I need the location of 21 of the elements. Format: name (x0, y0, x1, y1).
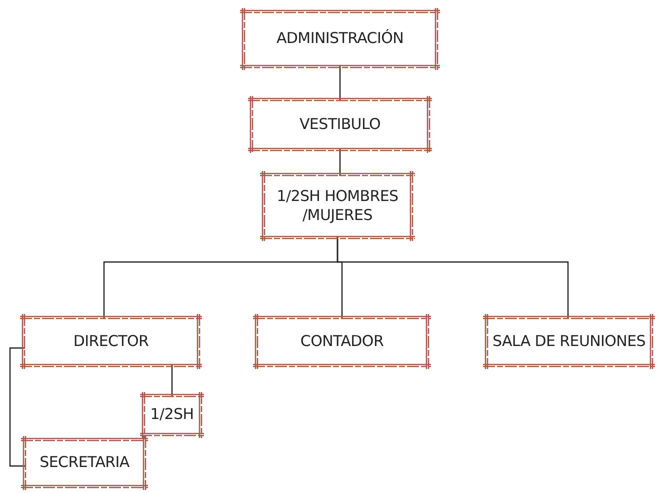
room-label: ADMINISTRACIÓN (276, 29, 404, 49)
room-label: DIRECTOR (73, 332, 149, 352)
room-box (140, 392, 204, 438)
connector-line (9, 347, 26, 467)
room-box (253, 314, 431, 369)
room-label: CONTADOR (300, 332, 384, 352)
connector-line (171, 364, 173, 397)
connector-line (339, 65, 341, 101)
room-label: SALA DE REUNIONES (492, 332, 646, 352)
connector-line (339, 148, 341, 176)
room-box (20, 314, 202, 369)
room-label: VESTIBULO (299, 114, 381, 134)
room-box (21, 436, 148, 490)
room-box (240, 8, 440, 70)
room-label: SECRETARIA (40, 453, 130, 473)
room-label: 1/2SH (150, 405, 194, 425)
room-box (260, 171, 415, 241)
room-box (483, 314, 655, 369)
room-box (248, 96, 432, 153)
connector-line (336, 236, 569, 319)
room-label: 1/2SH HOMBRES /MUJERES (276, 186, 400, 226)
